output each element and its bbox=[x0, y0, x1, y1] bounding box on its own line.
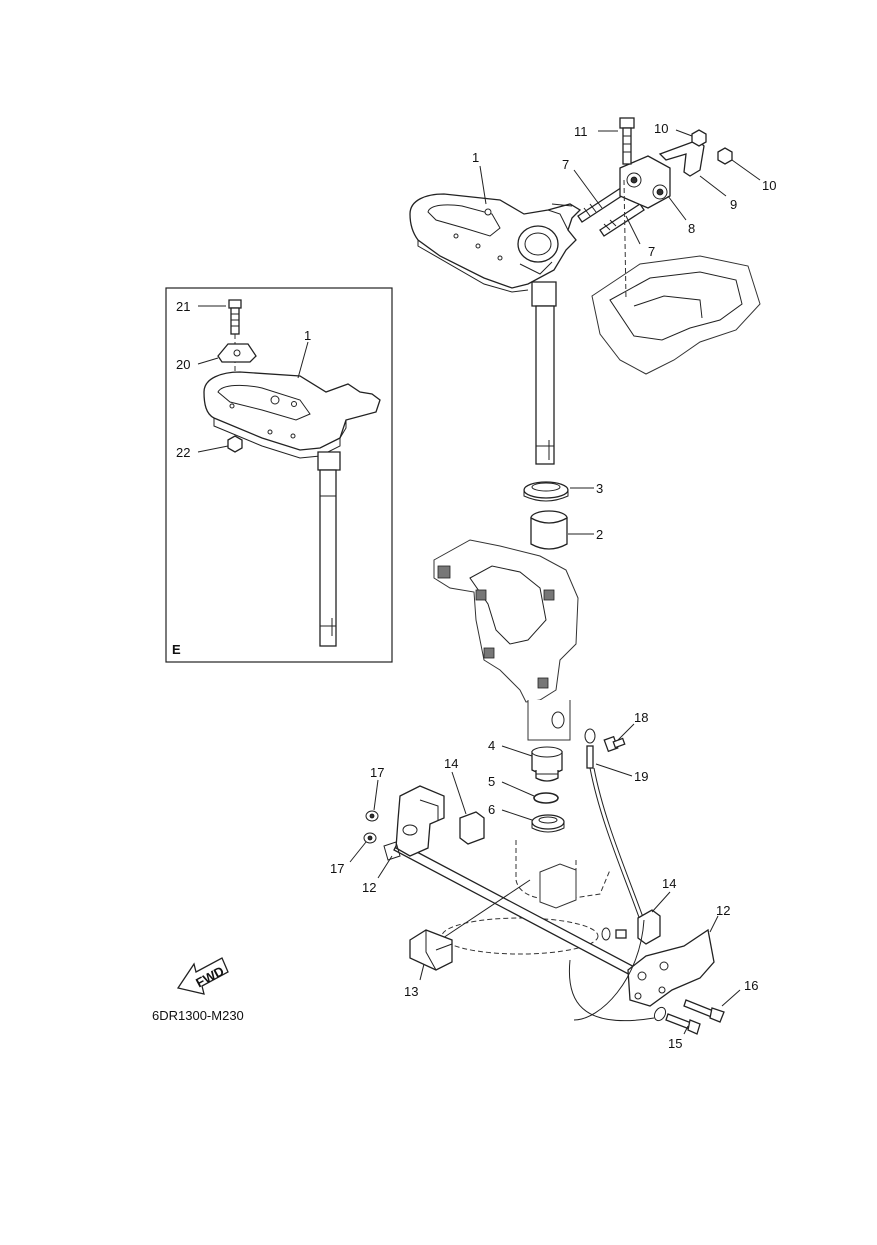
callout-7-top: 7 bbox=[562, 157, 569, 172]
clamp-bracket-12-right bbox=[627, 928, 715, 1007]
washer-17-bottom bbox=[363, 832, 377, 844]
callout-19: 19 bbox=[634, 769, 648, 784]
callout-17-top: 17 bbox=[370, 765, 384, 780]
fwd-arrow-icon: FWD bbox=[176, 957, 229, 995]
small-screw-lower bbox=[601, 927, 627, 941]
upper-casing-ghost bbox=[591, 179, 761, 375]
bushing-3 bbox=[523, 481, 569, 502]
inset-label: E bbox=[172, 642, 181, 657]
callout-13: 13 bbox=[404, 984, 418, 999]
nut-10-a bbox=[691, 129, 707, 147]
bolt-15 bbox=[665, 1013, 701, 1035]
bushing-2 bbox=[530, 510, 568, 550]
ground-lead-19 bbox=[584, 728, 645, 921]
fwd-label: FWD bbox=[193, 963, 226, 990]
lower-housing-ghost bbox=[441, 840, 611, 955]
bolt-16 bbox=[683, 999, 725, 1023]
callout-6: 6 bbox=[488, 802, 495, 817]
bushing-4 bbox=[531, 746, 563, 782]
callout-22: 22 bbox=[176, 445, 190, 460]
rubber-mount-8 bbox=[619, 155, 671, 209]
callout-7-bottom: 7 bbox=[648, 244, 655, 259]
steering-handle-inset bbox=[203, 371, 381, 647]
callout-21: 21 bbox=[176, 299, 190, 314]
nut-22 bbox=[227, 435, 243, 453]
callout-20: 20 bbox=[176, 357, 190, 372]
callout-3: 3 bbox=[596, 481, 603, 496]
callout-8: 8 bbox=[688, 221, 695, 236]
seal-6 bbox=[531, 814, 565, 833]
callout-14-right: 14 bbox=[662, 876, 676, 891]
o-ring-5 bbox=[533, 792, 559, 804]
plate-20 bbox=[217, 343, 257, 363]
callout-9: 9 bbox=[730, 197, 737, 212]
diagram-code: 6DR1300-M230 bbox=[152, 1008, 244, 1023]
callout-1-inset: 1 bbox=[304, 328, 311, 343]
ground-terminal-lower bbox=[568, 919, 667, 1022]
clamp-bracket-12-left bbox=[383, 785, 445, 861]
inset-panel: E bbox=[165, 287, 393, 663]
swivel-bracket-ghost bbox=[433, 539, 579, 741]
callouts: 1 7 7 11 10 10 9 8 3 2 4 5 6 18 19 14 bbox=[330, 121, 776, 1051]
callout-4: 4 bbox=[488, 738, 495, 753]
callout-11: 11 bbox=[574, 124, 588, 139]
callout-14-left: 14 bbox=[444, 756, 458, 771]
callout-18: 18 bbox=[634, 710, 648, 725]
block-13 bbox=[409, 929, 453, 971]
pad-14-left bbox=[459, 811, 485, 845]
nut-10-b bbox=[717, 147, 733, 165]
callout-17-bottom: 17 bbox=[330, 861, 344, 876]
callout-1: 1 bbox=[472, 150, 479, 165]
callout-12-right: 12 bbox=[716, 903, 730, 918]
steering-handle-1 bbox=[409, 193, 582, 465]
callout-10-top: 10 bbox=[654, 121, 668, 136]
callout-15: 15 bbox=[668, 1036, 682, 1051]
pad-14-right bbox=[637, 909, 661, 945]
callout-16: 16 bbox=[744, 978, 758, 993]
bolt-11 bbox=[619, 117, 635, 165]
callout-10-right: 10 bbox=[762, 178, 776, 193]
screw-18 bbox=[603, 735, 626, 753]
callout-2: 2 bbox=[596, 527, 603, 542]
washer-17-top bbox=[365, 810, 379, 822]
callout-5: 5 bbox=[488, 774, 495, 789]
callout-12-left: 12 bbox=[362, 880, 376, 895]
